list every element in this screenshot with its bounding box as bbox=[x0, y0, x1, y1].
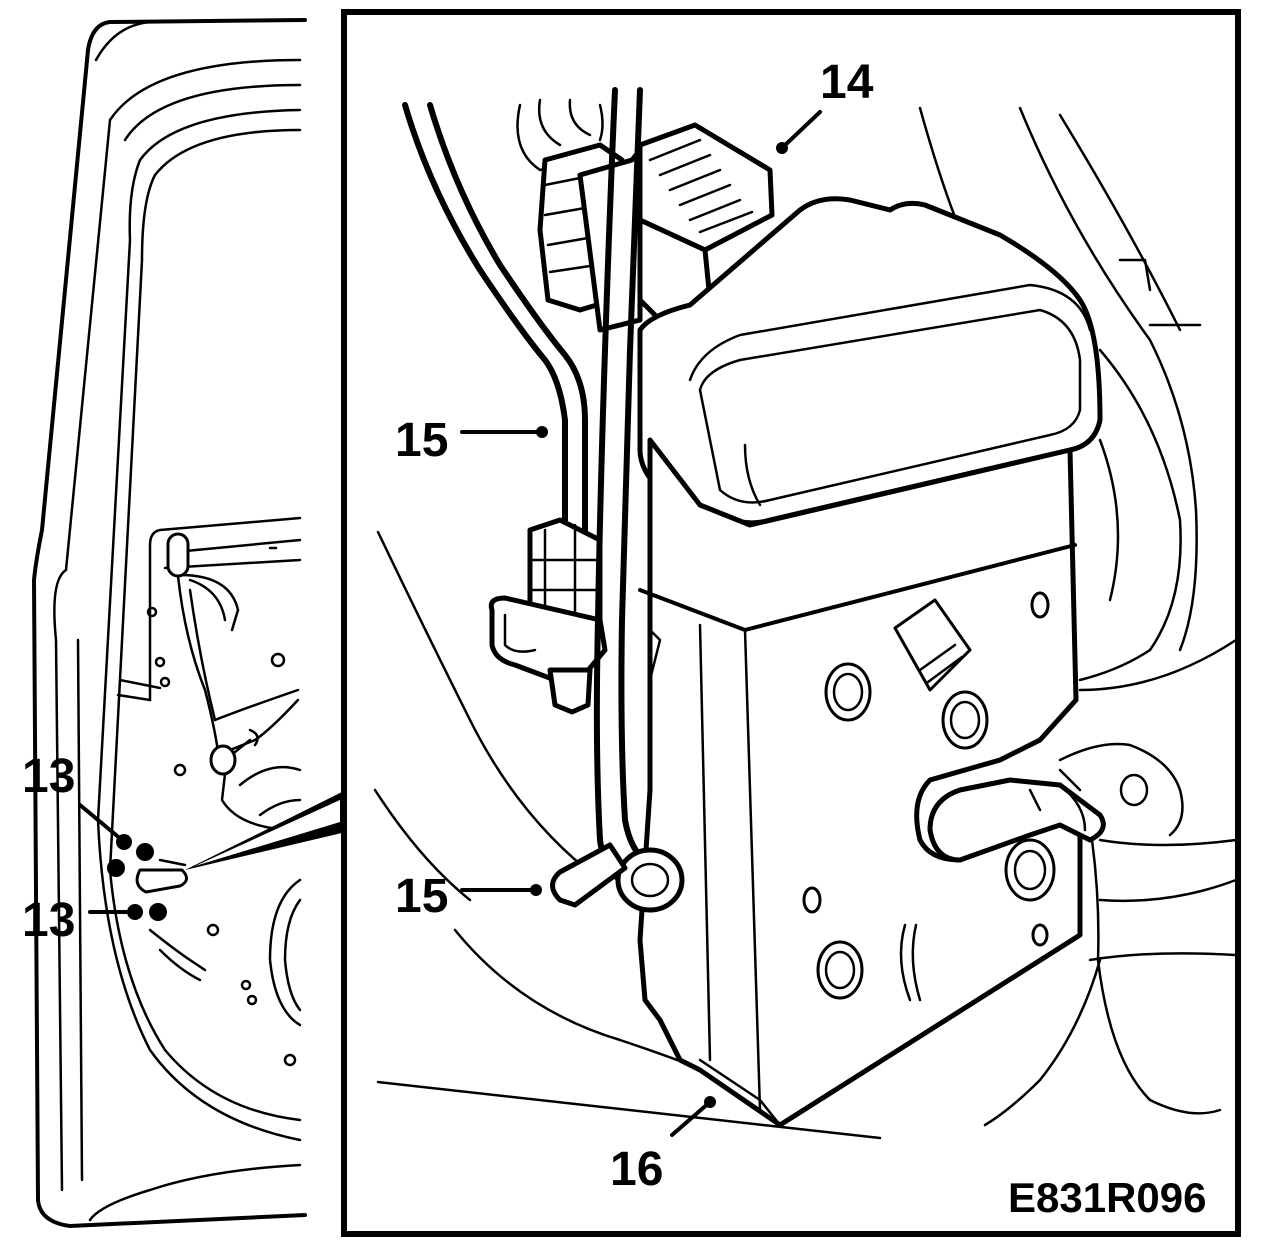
leader-13 bbox=[78, 803, 135, 914]
zoom-pointer bbox=[185, 790, 346, 870]
callout-15-lower: 15 bbox=[395, 870, 448, 923]
callout-14: 14 bbox=[820, 56, 874, 109]
detail-frame bbox=[341, 9, 1241, 1237]
figure-id: E831R096 bbox=[1008, 1174, 1207, 1221]
door-overview bbox=[32, 18, 307, 1228]
callout-16: 16 bbox=[610, 1143, 663, 1196]
callout-15-upper: 15 bbox=[395, 414, 448, 467]
zoom-pointer-gap bbox=[195, 800, 340, 866]
lock-detail bbox=[373, 87, 1238, 1140]
callout-13-upper: 13 bbox=[22, 750, 75, 803]
callout-13-lower: 13 bbox=[22, 894, 75, 947]
